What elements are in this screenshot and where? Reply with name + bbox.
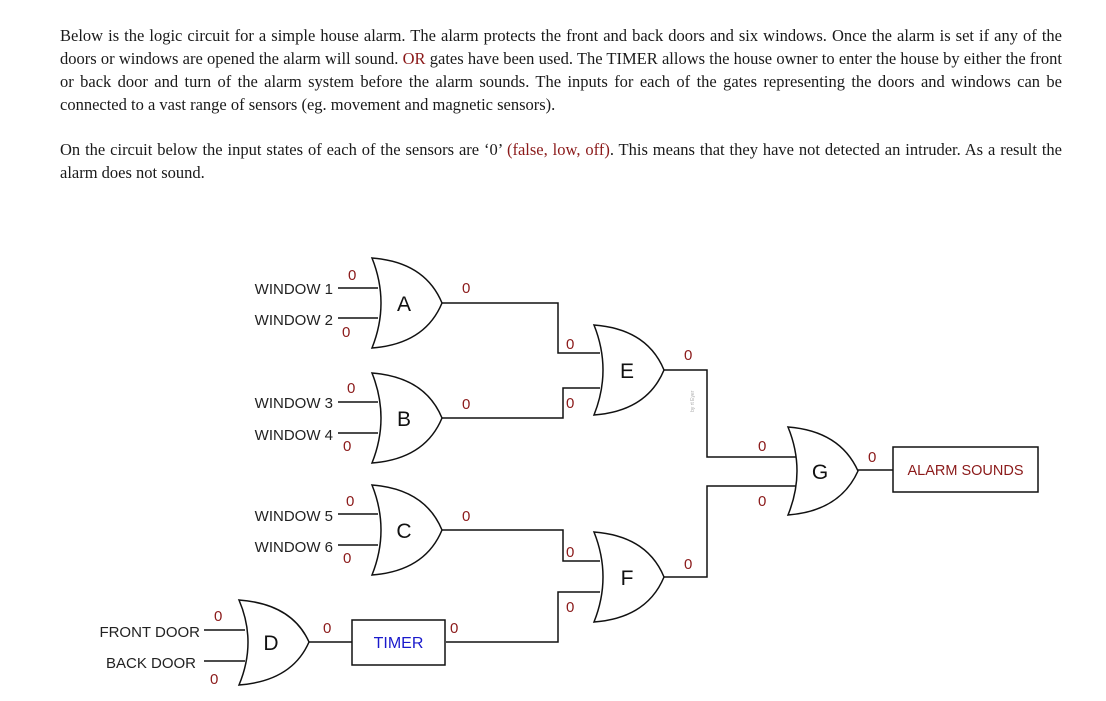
wire-f-to-g bbox=[664, 485, 800, 578]
wires bbox=[204, 287, 893, 662]
label-back-door: BACK DOOR bbox=[106, 655, 196, 672]
gate-e: E bbox=[592, 324, 665, 416]
timer-label: TIMER bbox=[374, 635, 424, 652]
value-gate-g-input-1: 0 bbox=[758, 438, 766, 455]
value-gate-b-output: 0 bbox=[462, 396, 470, 413]
value-gate-e-input-1: 0 bbox=[566, 336, 574, 353]
value-window-5: 0 bbox=[346, 493, 354, 510]
timer-box bbox=[351, 619, 446, 666]
intro-paragraph-2: On the circuit below the input states of… bbox=[60, 140, 1062, 182]
label-window-2: WINDOW 2 bbox=[255, 312, 333, 329]
value-gate-f-output: 0 bbox=[684, 556, 692, 573]
gate-label-g: G bbox=[812, 461, 828, 484]
wire-c-to-f bbox=[442, 529, 600, 562]
label-front-door: FRONT DOOR bbox=[99, 624, 200, 641]
or-gate-e-shape bbox=[592, 324, 665, 416]
or-gate-d-shape bbox=[237, 599, 310, 686]
gate-label-e: E bbox=[620, 360, 634, 383]
or-gate-b-shape bbox=[370, 372, 443, 464]
or-highlight: OR bbox=[402, 49, 426, 68]
value-gate-g-input-2: 0 bbox=[758, 493, 766, 510]
or-gate-c-shape bbox=[370, 484, 443, 576]
alarm-output: ALARM SOUNDS bbox=[892, 446, 1039, 493]
value-front-door: 0 bbox=[214, 608, 222, 625]
gate-label-c: C bbox=[396, 520, 411, 543]
alarm-sounds-box bbox=[892, 446, 1039, 493]
label-window-6: WINDOW 6 bbox=[255, 539, 333, 556]
state-values: 0 0 0 0 0 0 0 0 0 0 0 0 0 0 0 0 0 0 0 0 … bbox=[210, 267, 876, 688]
alarm-sounds-label: ALARM SOUNDS bbox=[907, 463, 1023, 479]
gate-label-d: D bbox=[263, 632, 278, 655]
gate-c: C bbox=[370, 484, 443, 576]
value-gate-c-output: 0 bbox=[462, 508, 470, 525]
gate-label-b: B bbox=[397, 408, 411, 431]
value-window-1: 0 bbox=[348, 267, 356, 284]
value-gate-a-output: 0 bbox=[462, 280, 470, 297]
value-gate-f-input-1: 0 bbox=[566, 544, 574, 561]
value-gate-g-output: 0 bbox=[868, 449, 876, 466]
intro-paragraph-1: Below is the logic circuit for a simple … bbox=[60, 26, 1063, 114]
label-window-4: WINDOW 4 bbox=[255, 427, 333, 444]
value-timer-output: 0 bbox=[450, 620, 458, 637]
wire-a-to-e bbox=[442, 302, 600, 354]
gate-a: A bbox=[370, 257, 443, 349]
value-gate-e-output: 0 bbox=[684, 347, 692, 364]
gate-label-a: A bbox=[397, 293, 411, 316]
value-window-2: 0 bbox=[342, 324, 350, 341]
gate-f: F bbox=[592, 531, 665, 623]
false-low-off-highlight: (false, low, off) bbox=[506, 140, 610, 159]
value-gate-d-output: 0 bbox=[323, 620, 331, 637]
label-window-3: WINDOW 3 bbox=[255, 395, 333, 412]
value-gate-e-input-2: 0 bbox=[566, 395, 574, 412]
value-window-4: 0 bbox=[343, 438, 351, 455]
timer-block: TIMER bbox=[351, 619, 446, 666]
gate-g: G bbox=[786, 426, 859, 516]
or-gate-a-shape bbox=[370, 257, 443, 349]
value-window-6: 0 bbox=[343, 550, 351, 567]
input-labels: WINDOW 1 WINDOW 2 WINDOW 3 WINDOW 4 WIND… bbox=[99, 281, 333, 672]
value-window-3: 0 bbox=[347, 380, 355, 397]
gate-b: B bbox=[370, 372, 443, 464]
wire-e-to-g bbox=[664, 369, 800, 458]
value-back-door: 0 bbox=[210, 671, 218, 688]
or-gate-g-shape bbox=[786, 426, 859, 516]
intro-text: Below is the logic circuit for a simple … bbox=[60, 24, 1062, 184]
or-gate-f-shape bbox=[592, 531, 665, 623]
wire-b-to-e bbox=[442, 387, 600, 419]
gate-d: D bbox=[237, 599, 310, 686]
watermark: by rt Eyer bbox=[690, 390, 696, 412]
label-window-5: WINDOW 5 bbox=[255, 508, 333, 525]
label-window-1: WINDOW 1 bbox=[255, 281, 333, 298]
wire-timer-to-f bbox=[446, 591, 600, 643]
value-gate-f-input-2: 0 bbox=[566, 599, 574, 616]
gate-label-f: F bbox=[621, 567, 634, 590]
